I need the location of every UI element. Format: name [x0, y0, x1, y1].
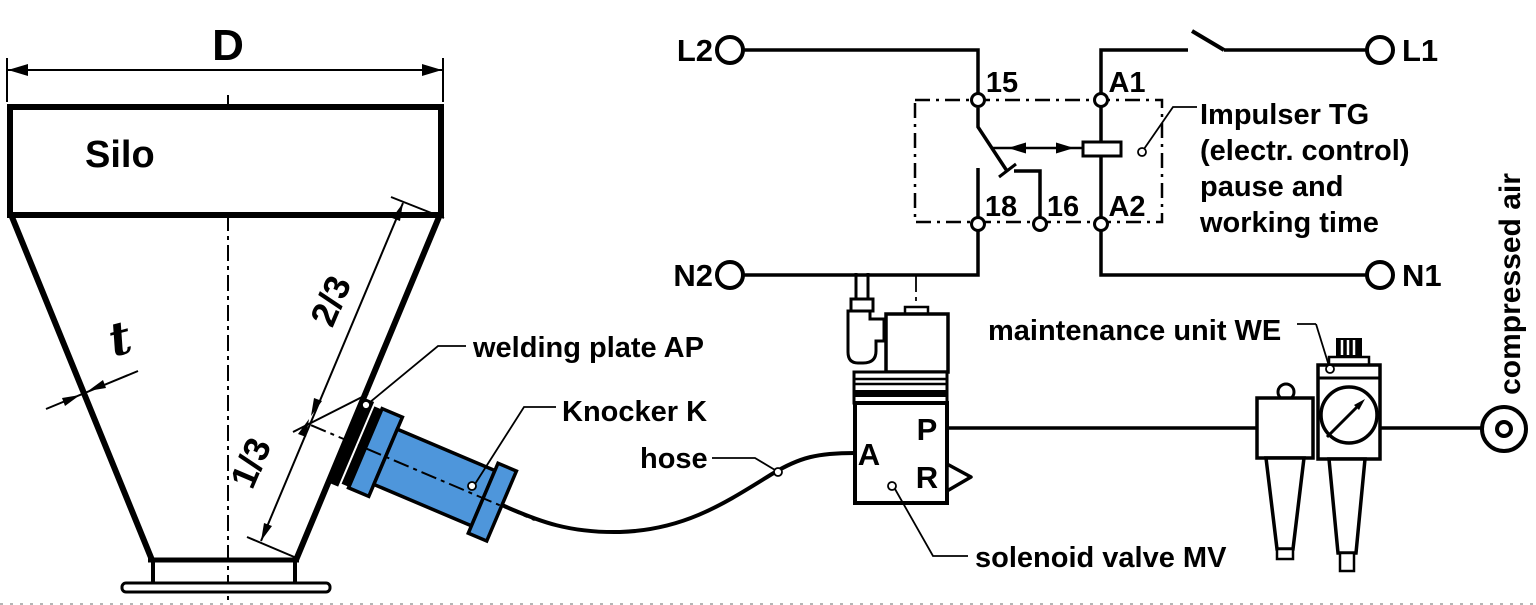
maintenance-unit: maintenance unit WE — [988, 315, 1382, 573]
upper-fraction-label: 2/3 — [302, 270, 359, 332]
label-a2: A2 — [1108, 191, 1145, 223]
knocker-leader-dot — [467, 481, 477, 491]
label-15: 15 — [986, 67, 1018, 99]
filter-bowl — [1264, 456, 1306, 551]
coil-connector — [846, 309, 886, 365]
arrow-left — [1008, 142, 1026, 154]
knocker-label: Knocker K — [562, 396, 707, 428]
gauge-needle — [1325, 405, 1359, 439]
electrical-circuit: L2 L1 N2 N1 15 18 16 A1 A2 Impulser TG (… — [673, 29, 1442, 293]
contact-blade-tip — [998, 162, 1017, 179]
valve-port-p: P — [917, 412, 938, 447]
main-switch-blade — [1190, 29, 1226, 52]
maintenance-unit-leader-dot — [1325, 364, 1335, 374]
welding-plate-inner — [341, 406, 382, 487]
terminal-a1 — [1093, 92, 1109, 108]
valve-lamination — [852, 370, 949, 405]
air-source-dot — [1495, 420, 1513, 438]
label-18: 18 — [985, 191, 1017, 223]
knocker-axis-centerline — [310, 424, 536, 522]
impulser-label-line4: working time — [1199, 207, 1379, 239]
dimension-thickness: t — [45, 310, 139, 410]
welding-plate-label: welding plate AP — [472, 332, 704, 364]
label-a1: A1 — [1108, 67, 1145, 99]
dimension-fractions: 2/3 1/3 — [222, 196, 445, 560]
compressed-air-source: compressed air — [1480, 173, 1528, 453]
knocker-assembly — [310, 397, 536, 544]
silo-label: Silo — [85, 134, 155, 176]
hopper-right-wall — [293, 215, 442, 562]
welding-plate-leader-dot — [361, 400, 371, 410]
diameter-label: D — [212, 21, 244, 70]
impulser-label-line3: pause and — [1200, 171, 1343, 203]
contact-16-hook — [1014, 169, 1042, 217]
solenoid-valve-label: solenoid valve MV — [975, 542, 1227, 574]
gauge-needle-arrow — [1354, 399, 1365, 410]
outlet-flange — [120, 581, 332, 594]
terminal-l1 — [1365, 35, 1395, 65]
solenoid-valve-leader-dot — [887, 481, 897, 491]
wire-n2-to-18 — [743, 231, 980, 277]
terminal-l2 — [715, 35, 745, 65]
hose-label: hose — [640, 443, 708, 475]
maintenance-unit-label: maintenance unit WE — [988, 315, 1281, 347]
timer-coil — [1081, 140, 1123, 158]
dimension-diameter: D — [6, 21, 444, 102]
label-16: 16 — [1047, 191, 1079, 223]
hopper-left-wall — [9, 215, 155, 562]
valve-body — [853, 401, 949, 505]
regulator-bowl — [1327, 457, 1367, 555]
wire-a1-to-switch — [1099, 48, 1188, 93]
wire-l2-to-15 — [743, 48, 980, 93]
exhaust-triangle — [945, 462, 973, 493]
solenoid-coil — [884, 312, 950, 374]
terminal-15 — [970, 92, 986, 108]
filter-body — [1255, 396, 1315, 460]
impulser-leader-dot — [1137, 147, 1147, 157]
hose-leader-dot — [773, 467, 783, 477]
thickness-label: t — [103, 310, 138, 368]
arrow-right — [1056, 142, 1074, 154]
component-labels: welding plate AP Knocker K hose — [361, 332, 783, 491]
label-n1: N1 — [1402, 258, 1442, 293]
terminal-16 — [1032, 216, 1048, 232]
terminal-n2 — [715, 260, 745, 290]
silo-body — [7, 104, 444, 218]
terminal-18 — [970, 216, 986, 232]
hose-line — [501, 451, 856, 535]
terminal-n1 — [1365, 260, 1395, 290]
label-l1: L1 — [1402, 33, 1438, 68]
regulator-drain — [1338, 551, 1356, 573]
label-n2: N2 — [673, 258, 713, 293]
impulser-label-line1: Impulser TG — [1200, 99, 1369, 131]
valve-port-r: R — [916, 460, 938, 495]
silo-drawing: Silo — [7, 95, 444, 600]
wire-a2-to-n1 — [1099, 231, 1367, 277]
label-l2: L2 — [677, 33, 713, 68]
valve-port-a: A — [858, 437, 880, 472]
cable-gland — [849, 297, 875, 313]
terminal-a2 — [1093, 216, 1109, 232]
lower-fraction-label: 1/3 — [222, 432, 279, 494]
contact-blade — [976, 108, 1009, 172]
compressed-air-label: compressed air — [1494, 173, 1527, 395]
filter-drain — [1275, 547, 1295, 561]
impulser-label-line2: (electr. control) — [1200, 135, 1410, 167]
dim-arrow-left — [8, 64, 28, 76]
dim-arrow-right — [422, 64, 442, 76]
solenoid-valve: A P R solenoid valve MV — [846, 273, 1227, 574]
